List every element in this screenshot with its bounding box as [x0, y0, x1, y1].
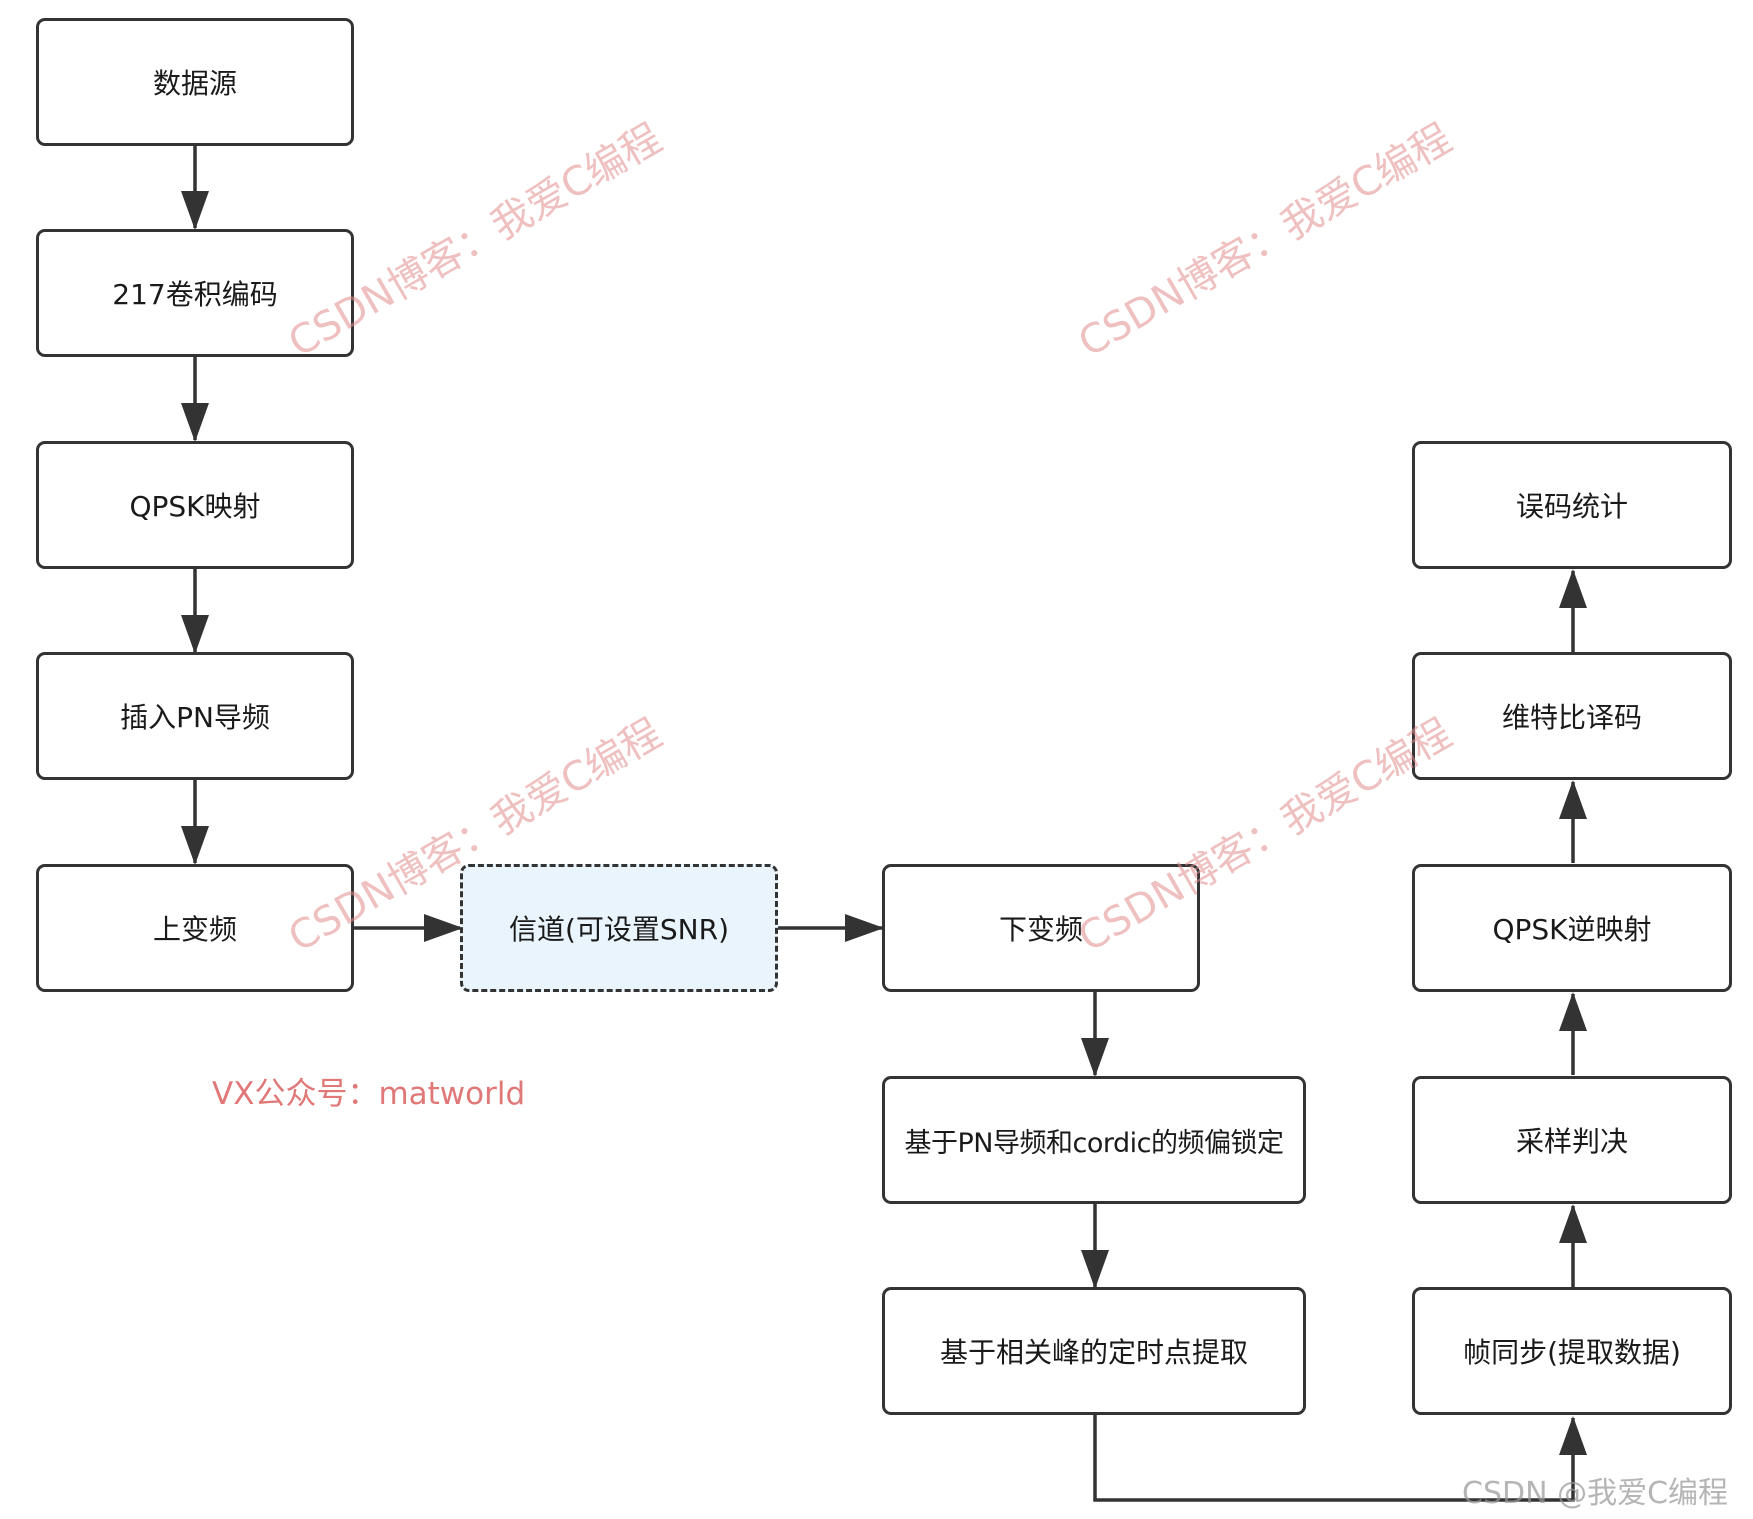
arrowhead: [181, 191, 209, 230]
arrow-timing-to-framesync: [1093, 1415, 1575, 1502]
node-qpsk-map: QPSK映射: [36, 441, 354, 569]
arrowhead: [181, 403, 209, 442]
node-frame-sync: 帧同步(提取数据): [1412, 1287, 1732, 1415]
node-conv-encode: 217卷积编码: [36, 229, 354, 357]
arrowhead: [845, 914, 884, 942]
arrowhead: [424, 914, 463, 942]
arrowhead: [1559, 992, 1587, 1031]
arrowhead: [181, 826, 209, 865]
arrowhead: [181, 615, 209, 654]
node-sample-decide: 采样判决: [1412, 1076, 1732, 1204]
arrowhead: [1559, 1416, 1587, 1455]
arrowhead: [1559, 569, 1587, 608]
node-viterbi: 维特比译码: [1412, 652, 1732, 780]
node-freq-lock: 基于PN导频和cordic的频偏锁定: [882, 1076, 1306, 1204]
node-channel: 信道(可设置SNR): [460, 864, 778, 992]
arrowhead: [1081, 1038, 1109, 1077]
csdn-author-mark: CSDN @我爱C编程: [1462, 1476, 1729, 1511]
arrowhead: [1559, 1204, 1587, 1243]
node-data-source: 数据源: [36, 18, 354, 146]
node-timing: 基于相关峰的定时点提取: [882, 1287, 1306, 1415]
node-downconvert: 下变频: [882, 864, 1200, 992]
node-ber-stats: 误码统计: [1412, 441, 1732, 569]
arrowhead: [1081, 1250, 1109, 1289]
arrowhead: [1559, 780, 1587, 819]
vx-account-note: VX公众号：matworld: [212, 1076, 526, 1112]
node-insert-pn: 插入PN导频: [36, 652, 354, 780]
node-upconvert: 上变频: [36, 864, 354, 992]
node-qpsk-demap: QPSK逆映射: [1412, 864, 1732, 992]
